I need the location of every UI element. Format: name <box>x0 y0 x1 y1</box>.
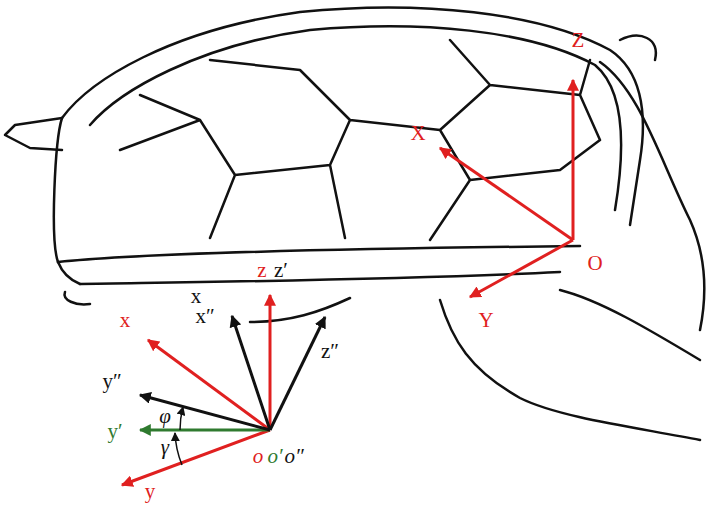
turtle-outline <box>5 8 704 440</box>
axis-y <box>122 430 270 485</box>
rear-flipper <box>250 298 350 322</box>
shell-rim <box>90 26 621 210</box>
axis-label: o <box>253 446 264 467</box>
angle-arc <box>175 433 182 465</box>
axis-label: X <box>410 123 425 144</box>
axis-z-dprime <box>270 317 325 430</box>
global-frame <box>440 80 573 297</box>
local-frame <box>122 295 325 485</box>
front-flipper <box>560 290 700 360</box>
axis-label: y″ <box>102 371 121 392</box>
axis-y-dprime <box>140 395 270 430</box>
shell-end <box>54 118 62 262</box>
angle-arc <box>180 407 183 430</box>
axis-label: x <box>120 310 131 331</box>
shell-end <box>58 262 80 284</box>
rear-flipper <box>65 292 90 304</box>
axis-X <box>440 148 573 240</box>
axis-z <box>269 295 272 430</box>
shell-plates <box>120 40 600 240</box>
axis-Y <box>470 240 573 297</box>
axis-label: z′ <box>274 260 288 281</box>
axis-label: z <box>257 260 266 281</box>
shell-band <box>80 272 560 284</box>
axis-label: Z <box>572 30 585 51</box>
axis-y-prime <box>140 429 270 432</box>
axis-label: y′ <box>107 421 122 442</box>
axis-label: γ <box>161 437 169 458</box>
axis-label: Y <box>478 310 493 331</box>
head <box>620 36 656 60</box>
tail <box>5 118 62 150</box>
axis-label: φ <box>159 406 171 427</box>
axis-label: x <box>191 286 202 307</box>
axis-label: o′ <box>267 446 282 467</box>
axis-x <box>148 340 270 430</box>
neck <box>600 62 704 330</box>
axis-x-dprime <box>232 316 270 430</box>
axis-label: O <box>587 253 602 274</box>
front-flipper <box>440 300 700 440</box>
axis-Z <box>572 80 575 240</box>
axis-label: x″ <box>195 306 214 327</box>
shell-band <box>58 246 580 262</box>
axis-label: z″ <box>321 341 339 362</box>
axis-label: y <box>145 481 156 502</box>
axis-label: o″ <box>284 446 303 467</box>
shell-outline <box>62 8 643 225</box>
